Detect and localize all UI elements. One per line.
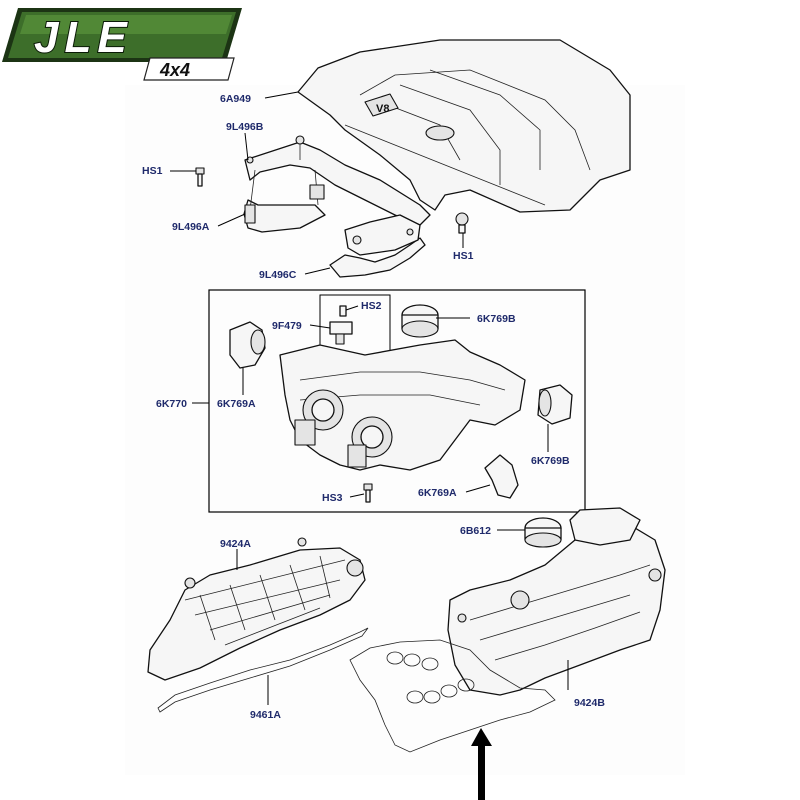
bolt-hs3 (363, 483, 373, 503)
hose-6k769b-right (537, 384, 573, 425)
intake-manifold-6k770 (279, 339, 526, 471)
label-6k769b-top: 6K769B (477, 313, 516, 325)
intake-assembly-box (208, 289, 586, 513)
gasket-9461a (157, 627, 369, 713)
jle-logo: JLE 4x4 (2, 8, 242, 81)
oil-filler-cap-6b612 (524, 517, 562, 548)
label-hs1-left: HS1 (142, 165, 163, 177)
label-9f479: 9F479 (272, 320, 302, 332)
label-hs2: HS2 (361, 300, 382, 312)
label-6k769a-bottom: 6K769A (418, 487, 457, 499)
label-6a949: 6A949 (220, 93, 251, 105)
engine-cover-badge: V8 (376, 103, 389, 115)
bracket-9l496c (329, 214, 426, 278)
label-6k769b-right: 6K769B (531, 455, 570, 467)
bracket-9l496 (243, 135, 431, 233)
hose-6k769a-left (229, 321, 266, 369)
hose-6k769a-bottom (484, 454, 519, 499)
part-labels: 6A949 9L496B HS1 9L496A HS1 9L496C HS2 9… (142, 93, 605, 721)
label-hs3: HS3 (322, 492, 343, 504)
gasket-9424b (349, 639, 556, 753)
logo-sub-text: 4x4 (159, 60, 190, 80)
label-9424b: 9424B (574, 697, 605, 709)
label-9424a: 9424A (220, 538, 251, 550)
hose-6k769b-top (401, 304, 439, 338)
label-hs1-right: HS1 (453, 250, 474, 262)
logo-brand-text: JLE (34, 13, 133, 62)
camshaft-cover-9424b (447, 507, 666, 696)
land-rover-badge-icon (425, 125, 455, 141)
leader-lines (170, 91, 569, 705)
bolt-hs1-right (455, 212, 469, 234)
label-6b612: 6B612 (460, 525, 491, 537)
label-9l496c: 9L496C (259, 269, 297, 281)
camshaft-cover-9424a (147, 537, 366, 681)
label-9l496b: 9L496B (226, 121, 264, 133)
label-9461a: 9461A (250, 709, 281, 721)
label-6k769a-left: 6K769A (217, 398, 256, 410)
label-6k770: 6K770 (156, 398, 187, 410)
highlight-arrow-icon (471, 728, 492, 800)
engine-cover-6a949: V8 (297, 39, 631, 213)
label-9l496a: 9L496A (172, 221, 210, 233)
